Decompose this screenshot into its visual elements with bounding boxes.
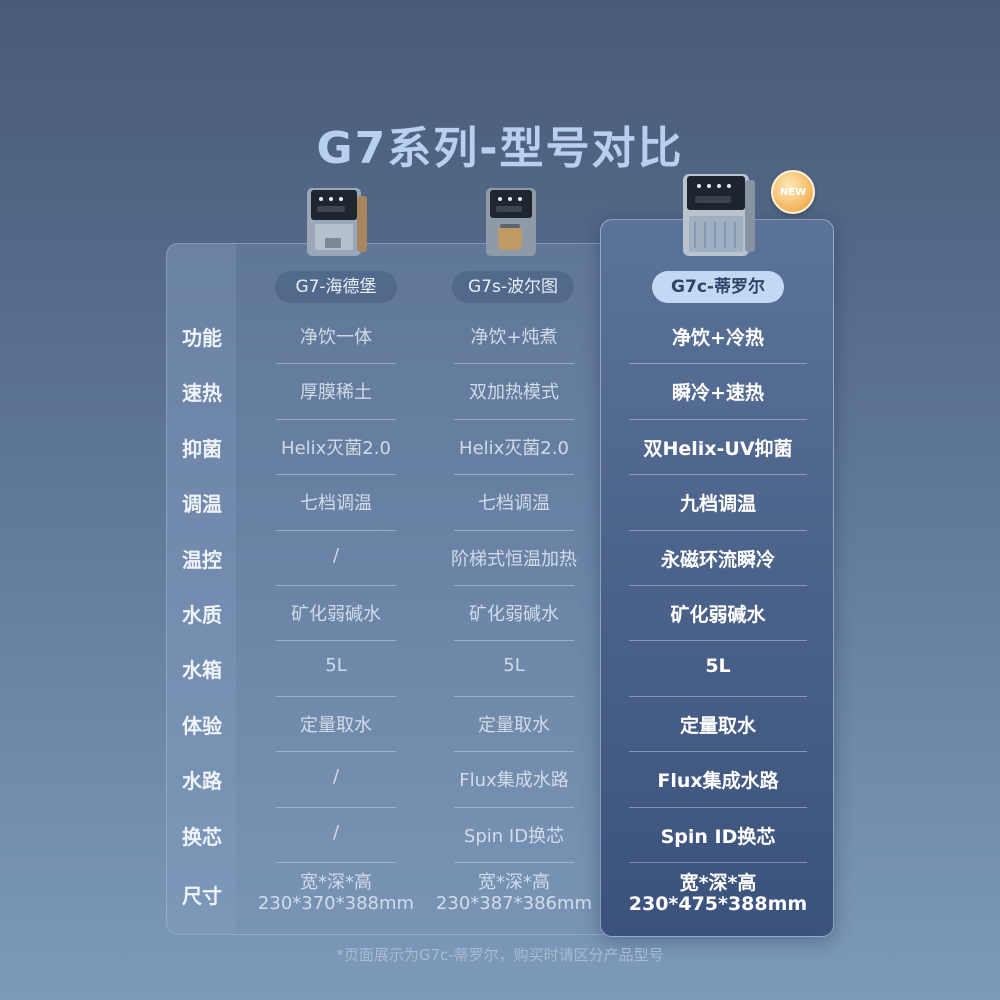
row-divider	[629, 585, 807, 586]
row-divider	[454, 695, 574, 697]
row-divider	[454, 640, 574, 642]
row-divider	[276, 418, 396, 420]
row-divider	[629, 474, 807, 476]
row-divider	[629, 862, 807, 863]
row-divider	[454, 418, 574, 420]
model-pill-g7c: G7c-蒂罗尔	[652, 271, 784, 303]
row-divider	[454, 862, 574, 863]
row-divider	[454, 751, 574, 753]
row-label: 温控	[182, 547, 222, 572]
cell-value: 矿化弱碱水	[670, 604, 766, 626]
row-label: 尺寸	[182, 884, 222, 908]
row-divider	[276, 529, 396, 531]
cell-value: 矿化弱碱水	[469, 604, 559, 625]
cell-value: 永磁环流瞬冷	[660, 548, 775, 571]
cell-value: 净饮+炖煮	[470, 327, 558, 348]
row-divider	[629, 640, 807, 642]
cell-value: 双加热模式	[469, 382, 559, 404]
cell-value: Spin ID换芯	[660, 825, 776, 848]
model-pill-g7: G7-海德堡	[275, 271, 397, 303]
cell-value: 定量取水	[679, 714, 756, 737]
cell-value: 双Helix-UV抑菌	[643, 437, 793, 460]
row-divider	[276, 695, 396, 697]
cell-value: 5L	[503, 655, 525, 677]
footnote: *页面展示为G7c-蒂罗尔，购买时请区分产品型号	[336, 946, 664, 964]
cell-value: 阶梯式恒温加热	[451, 548, 577, 570]
cell-value: Spin ID换芯	[463, 825, 565, 847]
row-label: 水路	[182, 769, 222, 794]
cell-value: 瞬冷+速热	[672, 382, 764, 405]
cell-value: 230*475*388mm	[628, 893, 808, 915]
row-divider	[276, 806, 396, 808]
model-pill-g7s: G7s-波尔图	[452, 271, 574, 303]
cell-value: 宽*深*高	[679, 872, 757, 894]
row-label: 水质	[182, 603, 222, 627]
cell-value: 矿化弱碱水	[291, 604, 381, 625]
row-divider	[276, 640, 396, 642]
row-label: 抑菌	[182, 436, 222, 461]
cell-value: 定量取水	[300, 714, 372, 736]
row-divider	[629, 418, 807, 420]
row-divider	[276, 363, 396, 365]
row-label: 速热	[182, 381, 222, 406]
cell-value: 厚膜稀土	[300, 382, 372, 404]
water-dispenser-g7s-image	[486, 188, 536, 256]
page-title: G7系列-型号对比	[316, 123, 684, 174]
water-dispenser-g7c-image	[683, 174, 755, 256]
cell-value: /	[332, 544, 340, 566]
cell-value: /	[332, 766, 340, 788]
cell-value: Helix灭菌2.0	[459, 437, 569, 459]
row-divider	[454, 806, 574, 808]
row-divider	[276, 474, 396, 476]
row-divider	[276, 585, 396, 586]
cell-value: 230*370*388mm	[257, 893, 415, 914]
cell-value: 5L	[705, 655, 731, 678]
cell-value: Flux集成水路	[459, 770, 569, 792]
cell-value: 净饮+冷热	[672, 327, 764, 349]
row-label: 调温	[182, 492, 222, 517]
cell-value: 九档调温	[679, 493, 756, 516]
cell-value: 230*387*386mm	[435, 893, 593, 914]
cell-value: 七档调温	[478, 493, 550, 515]
cell-value: 宽*深*高	[478, 872, 550, 893]
row-label: 换芯	[182, 824, 222, 849]
cell-value: 净饮一体	[300, 327, 372, 348]
new-badge-icon: NEW	[771, 170, 815, 214]
water-dispenser-g7-image	[307, 188, 367, 256]
row-divider	[454, 474, 574, 476]
row-label: 体验	[182, 713, 222, 738]
highlight-column	[600, 219, 834, 937]
row-divider	[629, 806, 807, 808]
cell-value: Flux集成水路	[657, 770, 779, 793]
row-divider	[454, 585, 574, 586]
row-divider	[629, 695, 807, 697]
row-divider	[629, 363, 807, 365]
row-divider	[454, 529, 574, 531]
row-label: 功能	[182, 326, 222, 350]
cell-value: /	[332, 821, 340, 843]
cell-value: 七档调温	[300, 493, 372, 515]
row-label: 水箱	[182, 658, 222, 683]
row-label-column	[166, 243, 236, 935]
row-divider	[629, 751, 807, 753]
row-divider	[454, 363, 574, 365]
cell-value: 定量取水	[478, 714, 550, 736]
cell-value: 5L	[325, 655, 347, 677]
row-divider	[276, 862, 396, 863]
cell-value: Helix灭菌2.0	[281, 437, 391, 459]
cell-value: 宽*深*高	[300, 872, 372, 893]
row-divider	[276, 751, 396, 753]
row-divider	[629, 529, 807, 531]
